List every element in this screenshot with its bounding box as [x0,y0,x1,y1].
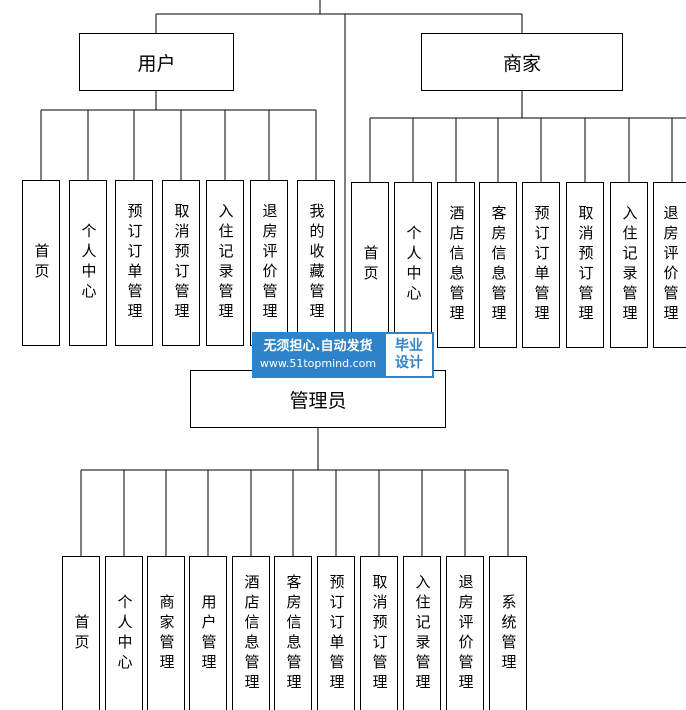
merchant-module-label: 酒店信息管理 [447,205,466,325]
watermark-banner: 无须担心.自动发货 www.51topmind.com 毕业 设计 [252,332,434,378]
watermark-badge-bottom: 设计 [395,355,423,371]
user-module-label: 个人中心 [79,223,98,303]
merchant-role-title: 商家 [502,52,541,75]
admin-module-label: 入住记录管理 [413,573,432,694]
merchant-module-label: 取消预订管理 [576,205,595,325]
admin-module-label: 首页 [72,613,91,654]
watermark-url: www.51topmind.com [259,357,377,370]
admin-module-label: 预订订单管理 [327,573,346,694]
admin-module-label: 用户管理 [199,593,218,674]
watermark-text: 无须担心.自动发货 www.51topmind.com [252,332,384,378]
admin-module-profile: 个人中心 [105,556,143,710]
watermark-badge: 毕业 设计 [384,332,434,378]
merchant-module-label: 预订订单管理 [532,205,551,325]
admin-module-checkout-reviews: 退房评价管理 [446,556,484,710]
admin-module-label: 客房信息管理 [284,573,303,694]
admin-module-label: 系统管理 [499,593,518,674]
user-module-label: 取消预订管理 [172,203,191,323]
user-module-favorites: 我的收藏管理 [297,180,335,346]
user-role-title: 用户 [137,52,176,75]
user-module-cancel-booking: 取消预订管理 [162,180,200,346]
merchant-module-label: 客房信息管理 [489,205,508,325]
merchant-module-home: 首页 [351,182,389,348]
merchant-module-checkin-records: 入住记录管理 [610,182,648,348]
admin-module-cancel-booking: 取消预订管理 [360,556,398,710]
admin-module-label: 商家管理 [157,593,176,674]
merchant-module-booking-orders: 预订订单管理 [522,182,560,348]
admin-module-booking-orders: 预订订单管理 [317,556,355,710]
user-role-box: 用户 [79,33,234,91]
admin-role-box: 管理员 [190,370,446,428]
admin-module-home: 首页 [62,556,100,710]
merchant-module-label: 个人中心 [404,225,423,305]
admin-module-label: 取消预订管理 [370,573,389,694]
admin-module-label: 退房评价管理 [456,573,475,694]
user-module-label: 退房评价管理 [260,203,279,323]
user-module-checkin-records: 入住记录管理 [206,180,244,346]
merchant-module-label: 入住记录管理 [620,205,639,325]
user-module-label: 我的收藏管理 [307,203,326,323]
admin-module-label: 酒店信息管理 [242,573,261,694]
user-module-checkout-reviews: 退房评价管理 [250,180,288,346]
merchant-module-hotel-info: 酒店信息管理 [437,182,475,348]
admin-module-system-mgmt: 系统管理 [489,556,527,710]
user-module-label: 首页 [32,243,51,283]
merchant-module-label: 退房评价管理 [661,205,680,325]
merchant-module-checkout-reviews: 退房评价管理 [653,182,686,348]
merchant-module-label: 首页 [361,245,380,285]
user-module-booking-orders: 预订订单管理 [115,180,153,346]
admin-module-room-info: 客房信息管理 [274,556,312,710]
admin-module-checkin-records: 入住记录管理 [403,556,441,710]
user-module-label: 入住记录管理 [216,203,235,323]
user-module-profile: 个人中心 [69,180,107,346]
admin-module-hotel-info: 酒店信息管理 [232,556,270,710]
merchant-module-profile: 个人中心 [394,182,432,348]
admin-module-label: 个人中心 [115,593,134,674]
watermark-badge-top: 毕业 [395,338,423,354]
merchant-module-room-info: 客房信息管理 [479,182,517,348]
watermark-slogan: 无须担心.自动发货 [263,339,373,354]
admin-module-merchant-mgmt: 商家管理 [147,556,185,710]
user-module-label: 预订订单管理 [125,203,144,323]
admin-role-title: 管理员 [289,389,347,412]
merchant-role-box: 商家 [421,33,623,91]
user-module-home: 首页 [22,180,60,346]
admin-module-user-mgmt: 用户管理 [189,556,227,710]
merchant-module-cancel-booking: 取消预订管理 [566,182,604,348]
